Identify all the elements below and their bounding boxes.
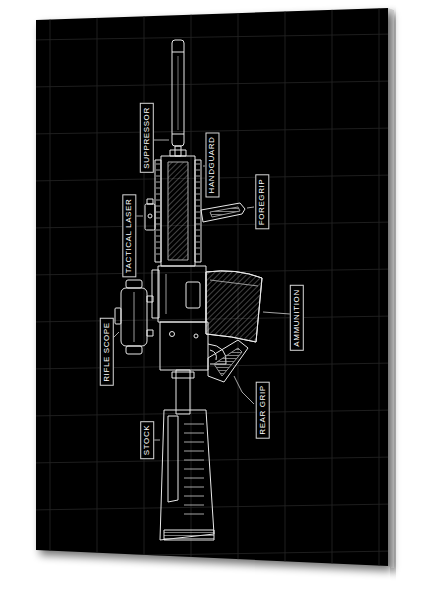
- leader-line: [247, 207, 254, 208]
- stock-slot: [184, 424, 204, 425]
- callout-box: STOCK: [140, 421, 154, 459]
- grid-line: [285, 0, 286, 600]
- callout-box: HANDGUARD: [205, 133, 219, 198]
- suppressor: [172, 40, 184, 146]
- leader-line: [234, 376, 254, 404]
- rail-slot: [156, 236, 160, 237]
- stock-slot: [184, 487, 204, 488]
- callout-box: SUPPRESSOR: [140, 103, 154, 173]
- rail-slot: [156, 212, 160, 213]
- rifle-illustration: [115, 40, 262, 540]
- buffer-tube: [176, 370, 190, 414]
- tactical-laser: [145, 204, 155, 230]
- stock-slot: [184, 433, 204, 434]
- rail-slot: [196, 188, 200, 189]
- part-label: HANDGUARD: [207, 137, 217, 194]
- rail-slot: [156, 194, 160, 195]
- grid-line: [30, 81, 395, 87]
- background-grid: [30, 0, 395, 600]
- grid-line: [30, 457, 395, 463]
- rail-slot: [196, 200, 200, 201]
- rail-slot: [196, 164, 200, 165]
- rail-left: [155, 160, 161, 262]
- part-label: FOREGRIP: [257, 179, 267, 226]
- foregrip: [201, 203, 245, 222]
- upper-receiver: [158, 266, 206, 322]
- rail-slot: [156, 170, 160, 171]
- rail-slot: [196, 218, 200, 219]
- grid-line: [30, 222, 395, 228]
- rail-slot: [156, 176, 160, 177]
- stock-slot: [184, 496, 204, 497]
- callout-box: FOREGRIP: [255, 175, 269, 230]
- rifle-scope: [121, 288, 147, 346]
- stock-slot: [184, 451, 204, 452]
- leader-line: [154, 440, 160, 441]
- rail-slot: [156, 164, 160, 165]
- leader-lines: [113, 140, 290, 440]
- rail-slot: [196, 224, 200, 225]
- rail-slot: [196, 194, 200, 195]
- callout-box: TACTICAL LASER: [122, 195, 136, 278]
- part-label: REAR GRIP: [257, 385, 267, 434]
- rear-grip: [208, 340, 248, 382]
- leader-line: [263, 312, 290, 314]
- rail-slot: [156, 230, 160, 231]
- rail-slot: [156, 254, 160, 255]
- stock-slot: [184, 514, 204, 515]
- rail-slot: [156, 248, 160, 249]
- grid-line: [379, 0, 380, 600]
- rail-slot: [156, 182, 160, 183]
- rail-slot: [156, 224, 160, 225]
- rail-slot: [196, 254, 200, 255]
- rail-slot: [196, 176, 200, 177]
- lower-receiver: [160, 322, 208, 370]
- barrel: [175, 146, 181, 156]
- grid-line: [144, 0, 145, 600]
- part-label: RIFLE SCOPE: [102, 322, 112, 382]
- rail-slot: [156, 200, 160, 201]
- handguard: [161, 156, 195, 266]
- stock-slot: [184, 505, 204, 506]
- stock-slot: [184, 442, 204, 443]
- rail-slot: [156, 188, 160, 189]
- grid-line: [30, 551, 395, 557]
- grid-line: [30, 34, 395, 40]
- part-label: AMMUNITION: [292, 289, 302, 347]
- rail-slot: [196, 230, 200, 231]
- rail-slot: [196, 206, 200, 207]
- poster-edge: [388, 8, 394, 568]
- rail-right: [195, 160, 201, 262]
- stock: [160, 410, 214, 540]
- part-label: STOCK: [142, 425, 152, 455]
- leader-line: [136, 216, 143, 217]
- rail-slot: [156, 206, 160, 207]
- callout-box: RIFLE SCOPE: [100, 318, 114, 386]
- grid-line: [30, 410, 395, 416]
- callout-box: REAR GRIP: [255, 381, 269, 438]
- rail-slot: [196, 242, 200, 243]
- grid-line: [191, 0, 192, 600]
- leader-line: [154, 140, 169, 141]
- leader-line: [113, 332, 119, 338]
- rail-slot: [196, 248, 200, 249]
- magazine: [206, 271, 262, 342]
- rail-slot: [196, 236, 200, 237]
- part-label: SUPPRESSOR: [142, 107, 152, 169]
- part-label: TACTICAL LASER: [124, 199, 134, 274]
- stock-slot: [184, 460, 204, 461]
- rail-slot: [156, 218, 160, 219]
- callout-box: AMMUNITION: [290, 285, 304, 351]
- grid-line: [332, 0, 333, 600]
- rail-slot: [196, 212, 200, 213]
- grid-line: [97, 0, 98, 600]
- stock-slot: [184, 469, 204, 470]
- rail-slot: [196, 170, 200, 171]
- rail-slot: [156, 242, 160, 243]
- rail-slot: [196, 182, 200, 183]
- poster-panel: [36, 8, 388, 566]
- stock-slot: [184, 478, 204, 479]
